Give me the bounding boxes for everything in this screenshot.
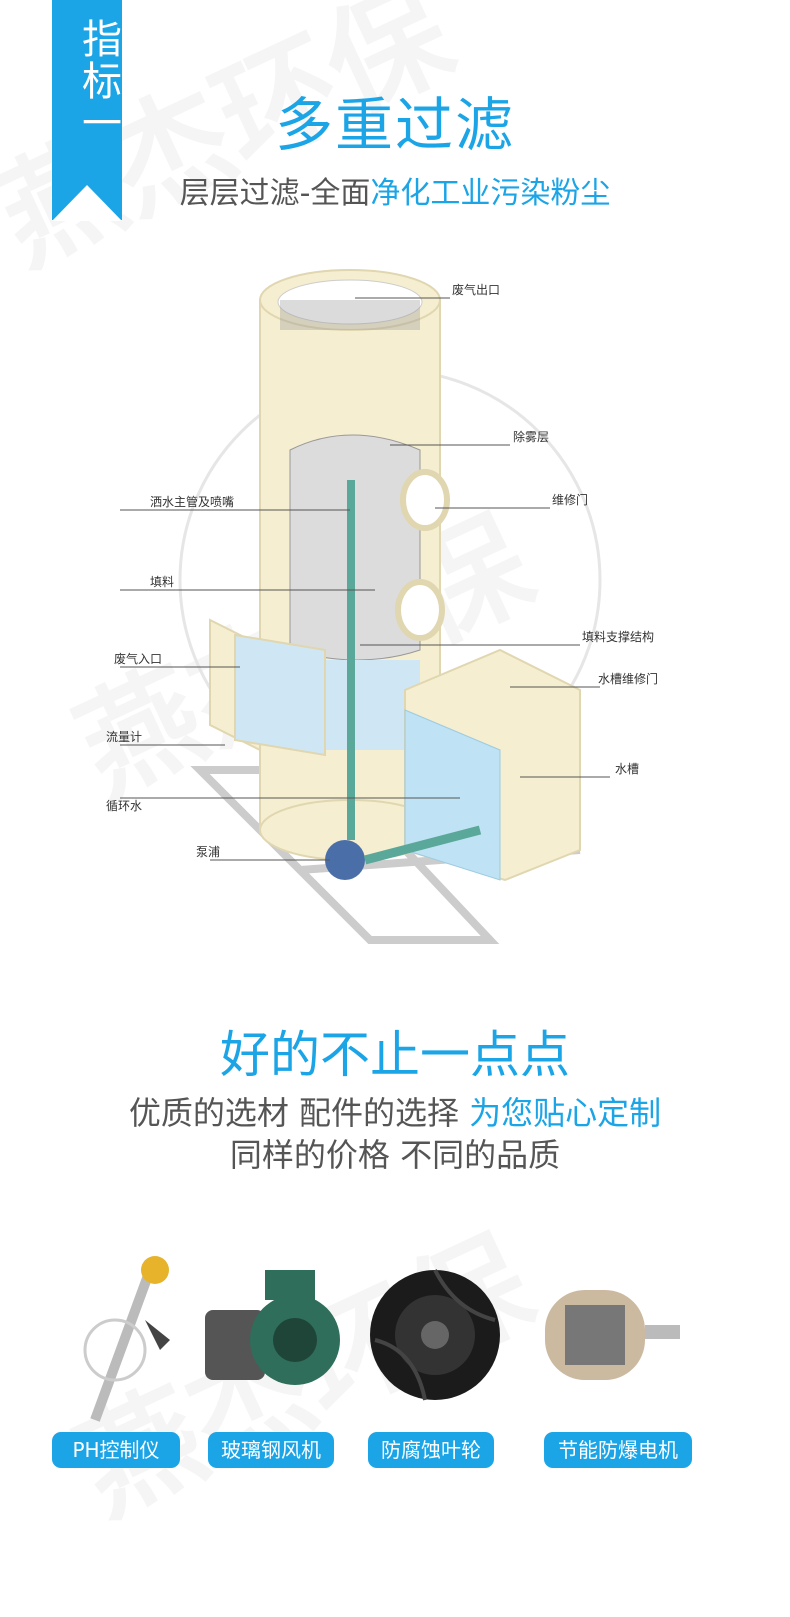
subtitle-plain: 层层过滤-全面 bbox=[179, 176, 371, 211]
ph-controller-image bbox=[83, 1256, 170, 1422]
scrubber-tower-diagram: 废气出口 除雾层 洒水主管及喷嘴 维修门 填料 填料支撑结构 废气入口 水槽维修… bbox=[106, 269, 658, 944]
label-spray-pipe: 洒水主管及喷嘴 bbox=[150, 494, 234, 509]
product-label-frp-fan: 玻璃钢风机 bbox=[208, 1432, 334, 1468]
label-tank-door: 水槽维修门 bbox=[598, 671, 658, 686]
anticorrosion-impeller-image bbox=[370, 1269, 500, 1401]
ribbon-notch bbox=[52, 185, 122, 221]
label-packing-support: 填料支撑结构 bbox=[582, 629, 654, 644]
label-exhaust-outlet: 废气出口 bbox=[452, 282, 500, 297]
section-title: 多重过滤 bbox=[274, 91, 515, 159]
label-demister: 除雾层 bbox=[513, 429, 549, 444]
section-ribbon bbox=[52, 0, 122, 220]
subtitle-highlight: 净化工业污染粉尘 bbox=[370, 176, 611, 211]
label-circulating-water: 循环水 bbox=[106, 799, 142, 813]
section2-title: 好的不止一点点 bbox=[220, 1026, 570, 1084]
section-subtitle: 层层过滤-全面净化工业污染粉尘 bbox=[0, 168, 790, 212]
line1-plain: 优质的选材 配件的选择 bbox=[128, 1094, 470, 1132]
product-label-motor: 节能防爆电机 bbox=[544, 1432, 692, 1468]
product-label-ph-controller: PH控制仪 bbox=[52, 1432, 180, 1468]
product-label-impeller: 防腐蚀叶轮 bbox=[368, 1432, 494, 1468]
label-tank: 水槽 bbox=[615, 762, 639, 776]
label-exhaust-inlet: 废气入口 bbox=[114, 651, 162, 666]
label-maintenance-door: 维修门 bbox=[552, 492, 588, 507]
line1-highlight: 为您贴心定制 bbox=[469, 1094, 662, 1132]
frp-fan-image bbox=[205, 1270, 340, 1385]
label-flowmeter: 流量计 bbox=[106, 730, 142, 744]
section2-line1: 优质的选材 配件的选择 为您贴心定制 bbox=[0, 1088, 790, 1134]
ribbon-label: 指标一 bbox=[75, 18, 121, 144]
label-packing: 填料 bbox=[150, 575, 174, 589]
label-pump: 泵浦 bbox=[196, 845, 220, 859]
explosion-proof-motor-image bbox=[545, 1290, 680, 1380]
section2-line2: 同样的价格 不同的品质 bbox=[229, 1136, 561, 1174]
